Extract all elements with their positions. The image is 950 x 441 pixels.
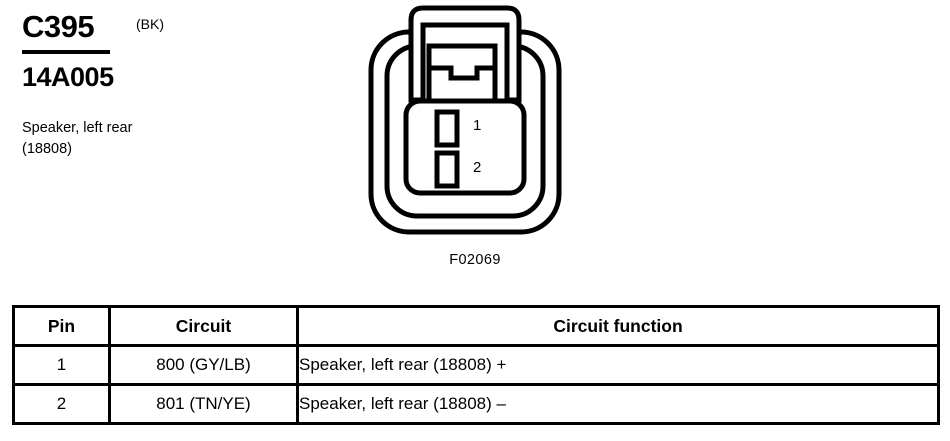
connector-header-block: C395 (BK) 14A005 Speaker, left rear (188… xyxy=(0,0,340,180)
connector-body-diagram xyxy=(368,5,562,235)
connector-id-underline xyxy=(22,50,110,54)
cell-circuit-function: Speaker, left rear (18808) + xyxy=(296,344,940,386)
connector-id-label: C395 xyxy=(22,9,95,44)
column-header-pin: Pin xyxy=(12,305,111,347)
pin-cavity-2 xyxy=(434,150,460,189)
connector-latch-keyway xyxy=(426,43,498,106)
connector-illustration: 1 2 F02069 xyxy=(355,0,595,285)
column-header-circuit-function: Circuit function xyxy=(296,305,940,347)
pin-cavity-2-number: 2 xyxy=(473,159,482,176)
cell-circuit: 801 (TN/YE) xyxy=(108,383,299,425)
pinout-table: Pin Circuit Circuit function 1 800 (GY/L… xyxy=(12,305,940,425)
connector-part-number-label: 14A005 xyxy=(22,62,114,92)
cell-pin: 2 xyxy=(12,383,111,425)
connector-figure-reference-label: F02069 xyxy=(449,252,501,268)
table-header-row: Pin Circuit Circuit function xyxy=(12,305,940,347)
cell-circuit-function: Speaker, left rear (18808) – xyxy=(296,383,940,425)
connector-cavity-block xyxy=(403,98,527,196)
table-row: 1 800 (GY/LB) Speaker, left rear (18808)… xyxy=(12,344,940,386)
table-row: 2 801 (TN/YE) Speaker, left rear (18808)… xyxy=(12,383,940,425)
connector-color-code-label: (BK) xyxy=(136,16,164,32)
cell-circuit: 800 (GY/LB) xyxy=(108,344,299,386)
component-description-label: Speaker, left rear (18808) xyxy=(22,120,133,157)
connector-latch-notch xyxy=(429,65,495,81)
column-header-circuit: Circuit xyxy=(108,305,299,347)
pin-cavity-1 xyxy=(434,109,460,148)
pin-cavity-1-number: 1 xyxy=(473,117,482,134)
cell-pin: 1 xyxy=(12,344,111,386)
